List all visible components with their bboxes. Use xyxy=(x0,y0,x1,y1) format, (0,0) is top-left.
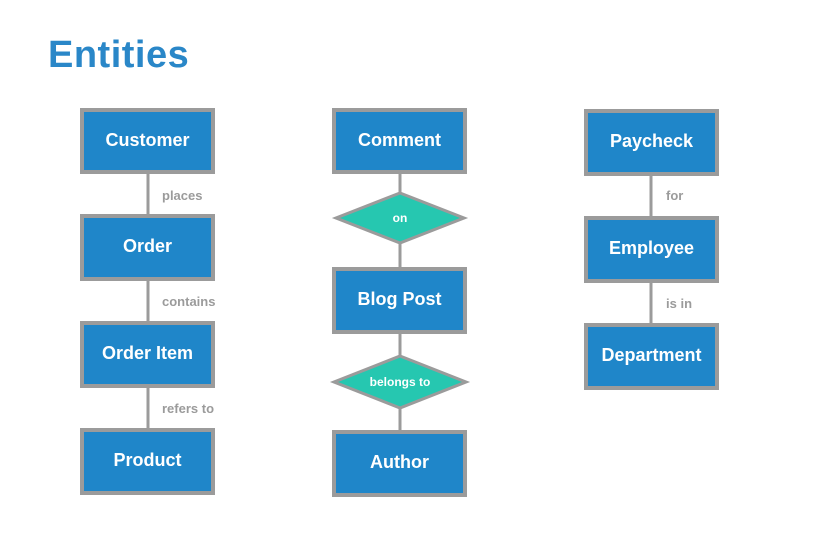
relation-label: is in xyxy=(666,296,692,311)
relation-label: for xyxy=(666,188,683,203)
column-3: for is in Paycheck Employee Department xyxy=(584,109,719,390)
relation-label: refers to xyxy=(162,401,214,416)
column-1: places contains refers to Customer Order… xyxy=(80,108,215,495)
entity-box: Author xyxy=(332,430,467,497)
relation-label: on xyxy=(393,211,408,225)
entity-label: Customer xyxy=(105,130,189,150)
relation-label: belongs to xyxy=(370,375,431,389)
entity-label: Order Item xyxy=(102,343,193,363)
entity-label: Employee xyxy=(609,238,694,258)
entity-box: Product xyxy=(80,428,215,495)
column-2: Comment on Blog Post belongs to Author xyxy=(329,108,471,497)
entity-box: Order xyxy=(80,214,215,281)
entity-label: Paycheck xyxy=(610,131,694,151)
entity-label: Comment xyxy=(358,130,441,150)
entity-label: Author xyxy=(370,452,429,472)
entity-box: Employee xyxy=(584,216,719,283)
relation-label: places xyxy=(162,188,202,203)
entity-box: Blog Post xyxy=(332,267,467,334)
entity-box: Customer xyxy=(80,108,215,174)
entity-box: Paycheck xyxy=(584,109,719,176)
entity-box: Order Item xyxy=(80,321,215,388)
relation-diamond: on xyxy=(331,191,469,245)
entity-label: Product xyxy=(113,450,181,470)
entity-box: Comment xyxy=(332,108,467,174)
relation-label: contains xyxy=(162,294,215,309)
relation-diamond: belongs to xyxy=(329,354,471,410)
entity-label: Blog Post xyxy=(358,289,442,309)
page-title: Entities xyxy=(48,34,190,76)
entity-label: Order xyxy=(123,236,172,256)
entity-label: Department xyxy=(601,345,701,365)
entity-box: Department xyxy=(584,323,719,390)
